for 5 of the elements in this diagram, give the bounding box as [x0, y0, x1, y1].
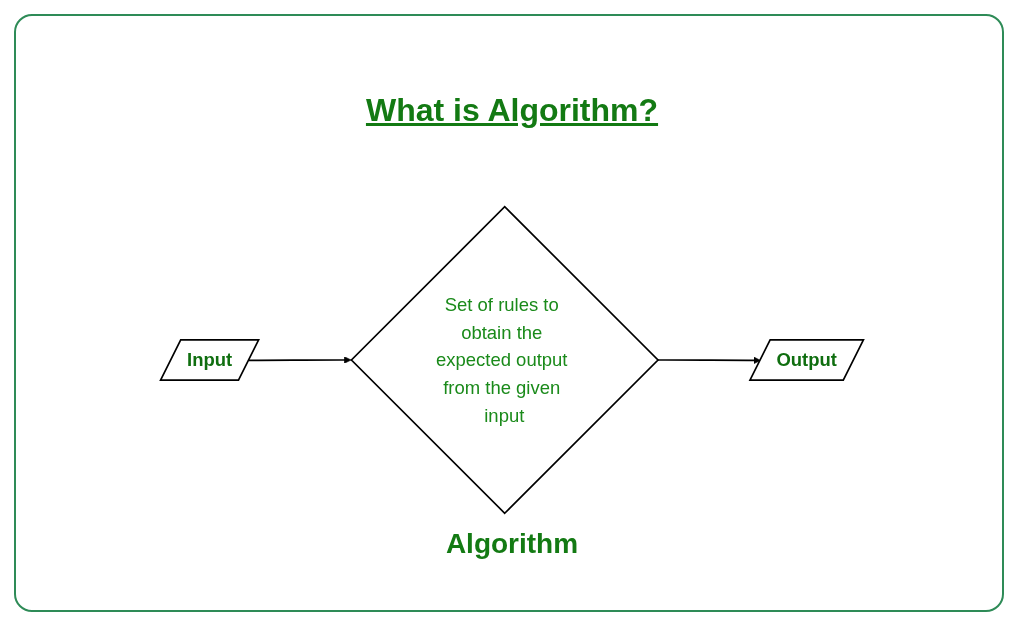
title: What is Algorithm? [365, 92, 659, 128]
node-diamond: Set of rules to obtain the expected output from the given input [350, 205, 660, 515]
arrow [656, 356, 761, 365]
node-caption: Algorithm [445, 528, 579, 559]
arrow [248, 356, 352, 364]
